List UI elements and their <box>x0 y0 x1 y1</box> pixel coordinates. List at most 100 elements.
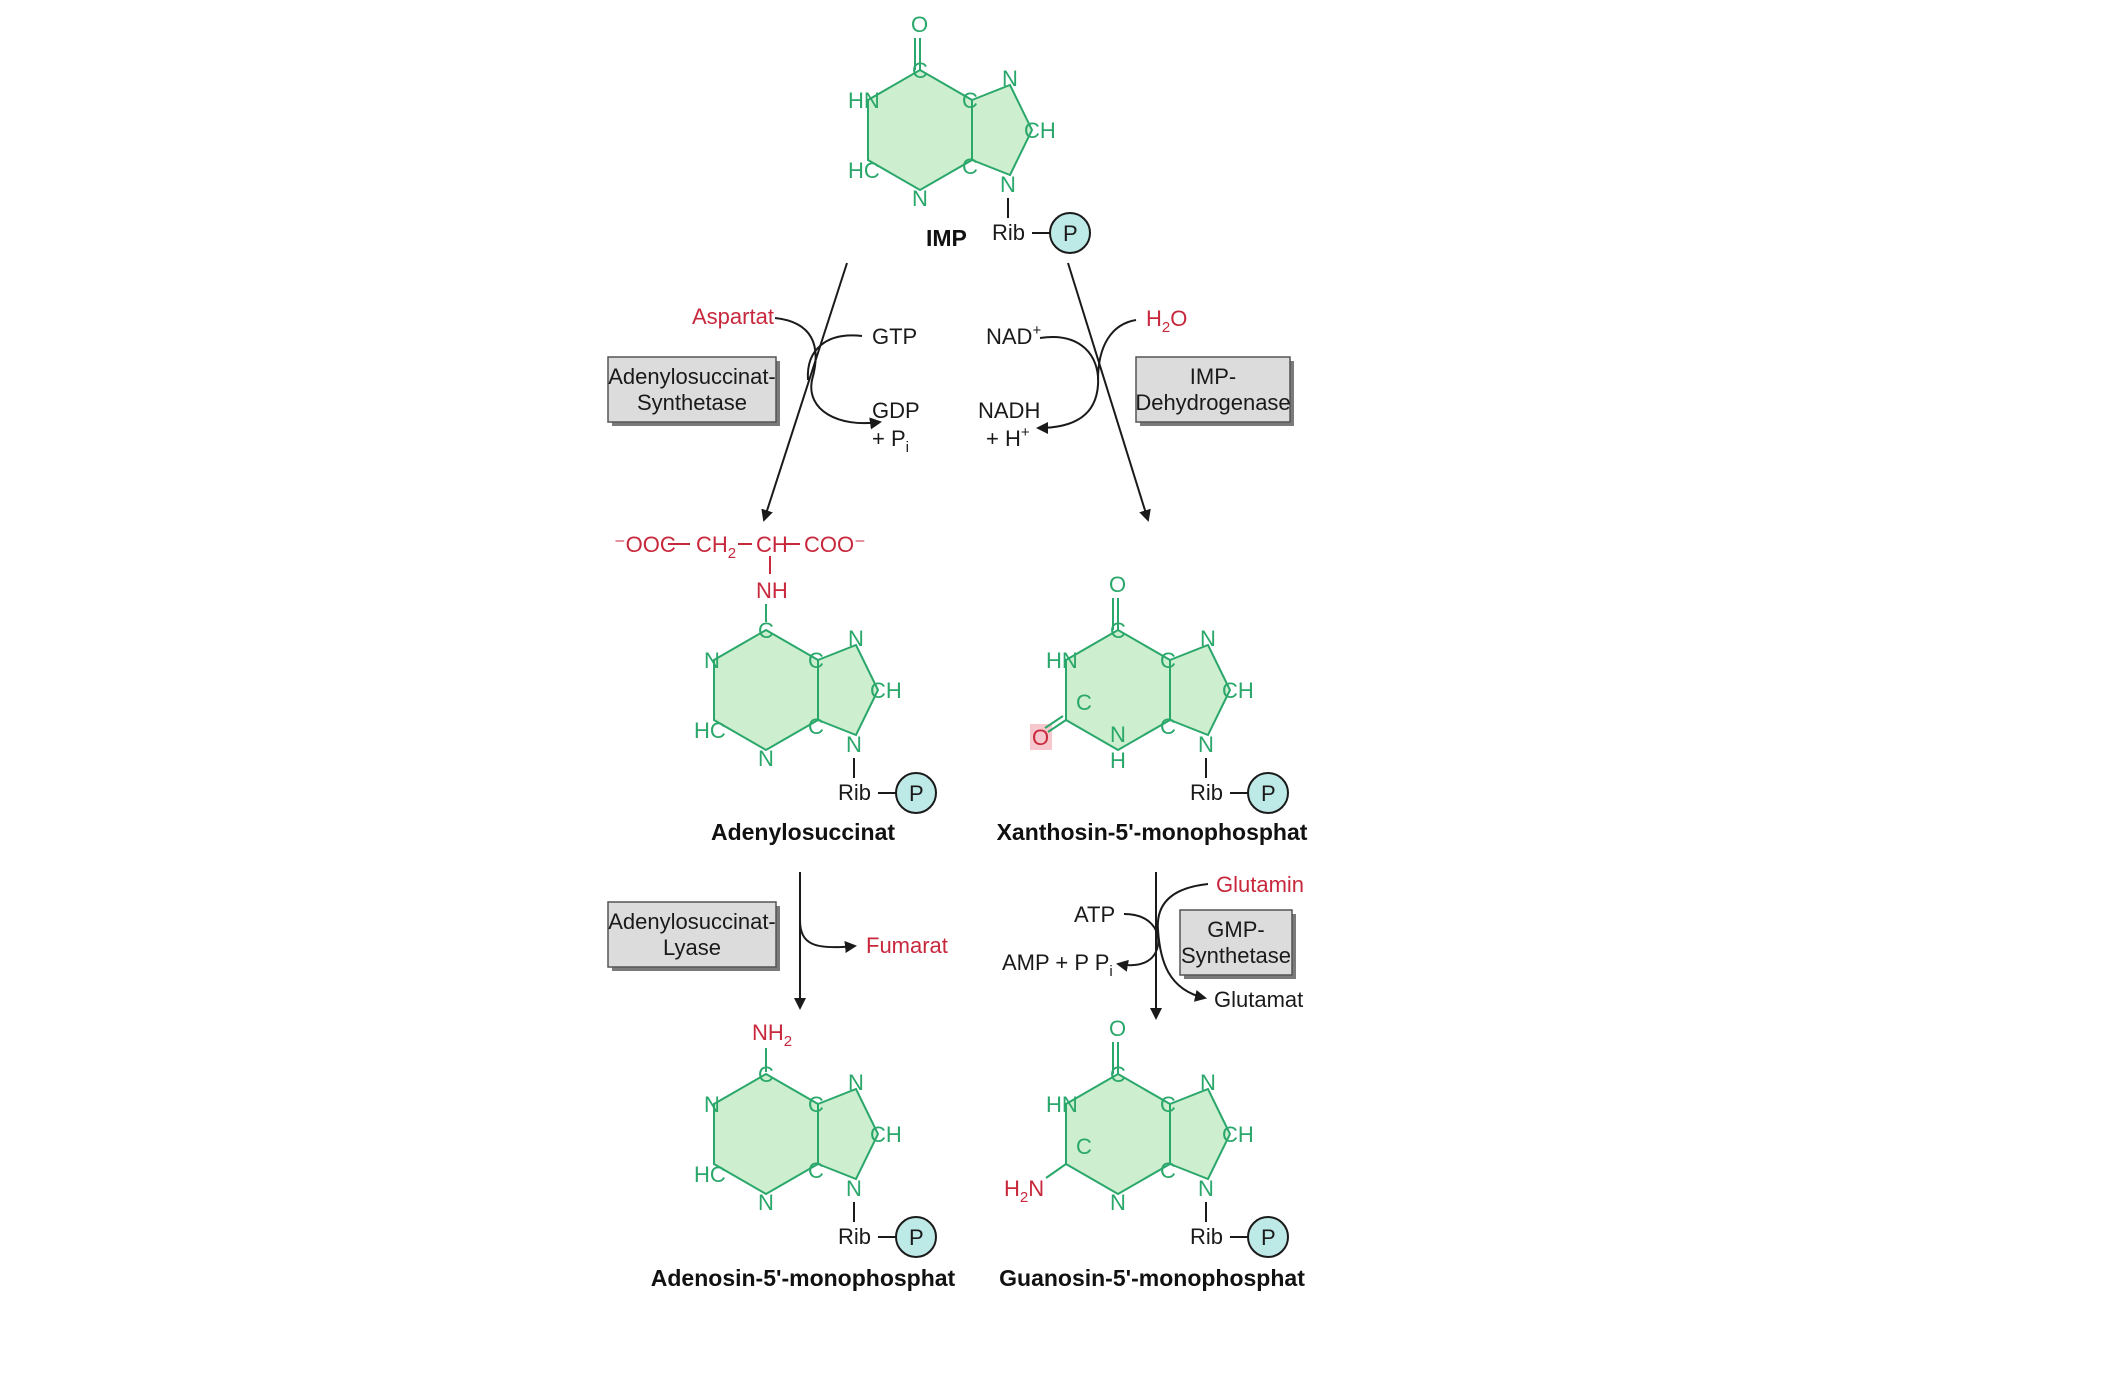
as-phosphate-icon <box>895 772 937 814</box>
amp-phosphate-label: P <box>909 1225 924 1250</box>
fumarat-curve <box>799 919 857 953</box>
adenylosuccinat-lyase-enzyme: Adenylosuccinat- Lyase <box>607 901 780 971</box>
xmp-h3: H <box>1110 748 1126 773</box>
nad-label: NAD+ <box>986 322 1041 349</box>
ch2-label: CH2 <box>696 532 736 562</box>
gmp-c4: C <box>1160 1158 1176 1183</box>
xmp-o2-highlight <box>1030 724 1052 750</box>
amp-phosphate-icon <box>895 1216 937 1258</box>
h2o-curve <box>1097 319 1137 381</box>
imp-n9-atom: N <box>1000 172 1016 197</box>
imp-n7-atom: N <box>1002 66 1018 91</box>
gmp-synthetase-enzyme: GMP- Synthetase <box>1179 909 1296 979</box>
xmp-n9: N <box>1198 732 1214 757</box>
gmp-o6: O <box>1109 1016 1126 1041</box>
amp-c5: C <box>808 1092 824 1117</box>
xmp-n7: N <box>1200 626 1216 651</box>
imp-c6-atom: C <box>912 58 928 83</box>
gmp-n1: HN <box>1046 1092 1078 1117</box>
xmp-molecule: O C HN C O N H C C N CH N Rib P <box>1030 572 1289 814</box>
amp-c2: HC <box>694 1162 726 1187</box>
aspartat-label: Aspartat <box>692 304 774 329</box>
amp-c8: CH <box>870 1122 902 1147</box>
amp-c6: C <box>758 1062 774 1087</box>
as-c4: C <box>808 714 824 739</box>
nh-label: NH <box>756 578 788 603</box>
gmp-n9: N <box>1198 1176 1214 1201</box>
gmp-c5: C <box>1160 1092 1176 1117</box>
imp-c5-atom: C <box>962 88 978 113</box>
gmp-phosphate-label: P <box>1261 1225 1276 1250</box>
as-n3: N <box>758 746 774 771</box>
glutamat-label: Glutamat <box>1214 987 1303 1012</box>
gdp-label: GDP <box>872 398 920 423</box>
xmp-c4: C <box>1160 714 1176 739</box>
xmp-ribose-label: Rib <box>1190 780 1223 805</box>
amp-molecule: NH2 C N HC N C C N CH N Rib P <box>694 1020 937 1258</box>
adss-line1: Adenylosuccinat- <box>608 364 776 389</box>
amp-n1: N <box>704 1092 720 1117</box>
nad-nadh-curve <box>1036 336 1100 434</box>
gmp-n7: N <box>1200 1070 1216 1095</box>
glutamin-label: Glutamin <box>1216 872 1304 897</box>
xmp-n1: HN <box>1046 648 1078 673</box>
amp-name: Adenosin-5'-monophosphat <box>651 1265 956 1291</box>
xmp-c5: C <box>1160 648 1176 673</box>
ch-label: CH <box>756 532 788 557</box>
amp-c4: C <box>808 1158 824 1183</box>
ooc-label: ⁻OOC <box>614 532 676 557</box>
amp-n3: N <box>758 1190 774 1215</box>
xmp-phosphate-label: P <box>1261 781 1276 806</box>
h-plus-label: + H+ <box>986 424 1030 451</box>
gmp-molecule: O C HN C H2N N C C N CH N Rib P <box>1004 1016 1289 1258</box>
adenylosuccinat-molecule: C N HC N C C N CH N Rib P <box>694 618 937 814</box>
aspartat-gdp-curve <box>774 317 882 430</box>
pi-label: + Pi <box>872 426 909 456</box>
imp-c4-atom: C <box>962 154 978 179</box>
gmp-c2: C <box>1076 1134 1092 1159</box>
atp-label: ATP <box>1074 902 1115 927</box>
gmps-line1: GMP- <box>1207 917 1264 942</box>
imp-c2-atom: HC <box>848 158 880 183</box>
imp-oxo-atom: O <box>911 12 928 37</box>
gmp-ribose-label: Rib <box>1190 1224 1223 1249</box>
as-c5: C <box>808 648 824 673</box>
adenylosuccinat-name: Adenylosuccinat <box>711 819 895 845</box>
as-n9: N <box>846 732 862 757</box>
glutamin-glutamat-curve <box>1156 883 1209 1002</box>
imp-molecule: O C HN HC N C C N CH N Rib P <box>848 12 1091 254</box>
xmp-o6: O <box>1109 572 1126 597</box>
gtp-label: GTP <box>872 324 917 349</box>
as-c2: HC <box>694 718 726 743</box>
imp-phosphate-label: P <box>1063 221 1078 246</box>
fumarat-label: Fumarat <box>866 933 948 958</box>
adsl-line2: Lyase <box>663 935 721 960</box>
imp-to-xmp-arrow <box>1067 262 1151 522</box>
xmp-o2: O <box>1032 725 1049 750</box>
as-c8: CH <box>870 678 902 703</box>
impdh-line2: Dehydrogenase <box>1135 390 1290 415</box>
imp-to-adenylosuccinat-arrow <box>761 262 848 522</box>
amp-ppi-label: AMP + P Pi <box>1002 950 1113 980</box>
xmp-c8: CH <box>1222 678 1254 703</box>
as-n1: N <box>704 648 720 673</box>
as-phosphate-label: P <box>909 781 924 806</box>
gmp-h2n-label: H2N <box>1004 1176 1044 1206</box>
imp-ribose-label: Rib <box>992 220 1025 245</box>
adss-line2: Synthetase <box>637 390 747 415</box>
xmp-n3: N <box>1110 722 1126 747</box>
gmp-c6: C <box>1110 1062 1126 1087</box>
imp-six-ring <box>867 68 973 192</box>
amp-n7: N <box>848 1070 864 1095</box>
imp-name: IMP <box>926 225 967 251</box>
imp-n3-atom: N <box>912 186 928 211</box>
atp-amp-curve <box>1116 913 1160 972</box>
nadh-label: NADH <box>978 398 1040 423</box>
h2o-label: H2O <box>1146 306 1187 336</box>
imp-c8-atom: CH <box>1024 118 1056 143</box>
as-c6: C <box>758 618 774 643</box>
gmps-line2: Synthetase <box>1181 943 1291 968</box>
gmp-name: Guanosin-5'-monophosphat <box>999 1265 1305 1291</box>
